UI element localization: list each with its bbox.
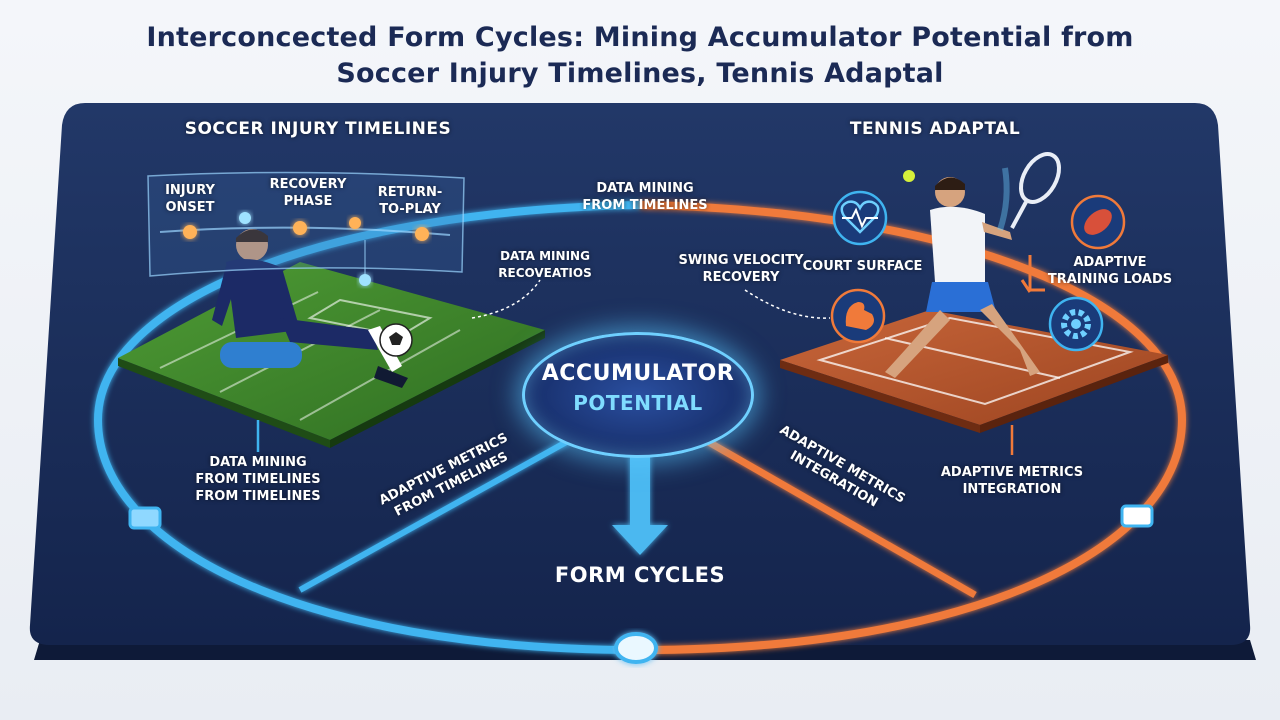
label-data-mining-from-timelines: DATA MINING FROM TIMELINES FROM TIMELINE… (195, 455, 321, 504)
timeline-label-return-to-play: RETURN- TO-PLAY (377, 185, 443, 217)
label-center-data-mining: DATA MINING FROM TIMELINES (582, 181, 708, 213)
form-cycles-arrow (612, 455, 668, 555)
spoke-lower-left (298, 437, 572, 593)
timeline-label-injury-onset: INJURY ONSET (165, 183, 215, 215)
muscle-icon (1070, 194, 1126, 250)
tennis-player (885, 152, 1061, 378)
form-cycles-label: FORM CYCLES (554, 563, 726, 587)
label-swing-velocity-recovery: SWING VELOCITY RECOVERY (678, 253, 804, 285)
soccer-ring (93, 201, 641, 654)
soccer-heading: SOCCER INJURY TIMELINES (184, 119, 452, 139)
ring-node-bottom (614, 632, 658, 664)
spoke-lower-right (703, 436, 977, 599)
soccer-ball-icon (379, 323, 413, 357)
connector-training (1020, 255, 1045, 293)
timeline-label-recovery-phase: RECOVERY PHASE (269, 177, 347, 209)
accumulator-potential-node: ACCUMULATOR POTENTIAL (522, 332, 754, 458)
tennis-ring (639, 201, 1187, 654)
label-adaptive-training-loads: ADAPTIVE TRAINING LOADS (1047, 255, 1173, 287)
accumulator-line-2: POTENTIAL (573, 391, 703, 415)
timeline-node-3 (359, 274, 371, 286)
page-title-line-1: Interconcected Form Cycles: Mining Accum… (146, 22, 1134, 53)
connector-swing (744, 289, 831, 319)
connector-recoveatios (471, 279, 541, 319)
timeline-node-2 (349, 217, 361, 229)
timeline-node-1 (239, 212, 251, 224)
tennis-heading: TENNIS ADAPTAL (849, 119, 1021, 139)
page-title-line-2: Soccer Injury Timelines, Tennis Adaptal (336, 58, 944, 89)
flexed-arm-icon (830, 288, 886, 344)
timeline-node-onset (183, 225, 197, 239)
label-court-surface: COURT SURFACE (802, 259, 923, 274)
timeline-node-recovery (293, 221, 307, 235)
heart-rate-icon (832, 190, 888, 246)
tennis-ball-icon (903, 170, 915, 182)
label-adaptive-metrics-integration: ADAPTIVE METRICS INTEGRATION (940, 465, 1084, 497)
timeline-node-return (415, 227, 429, 241)
label-data-mining-recoveatios: DATA MINING RECOVEATIOS (498, 249, 592, 280)
ring-node-right (1120, 504, 1154, 528)
accumulator-line-1: ACCUMULATOR (541, 361, 735, 386)
gear-icon (1048, 296, 1104, 352)
ring-node-left (128, 506, 162, 530)
injury-timeline-panel (147, 171, 465, 286)
